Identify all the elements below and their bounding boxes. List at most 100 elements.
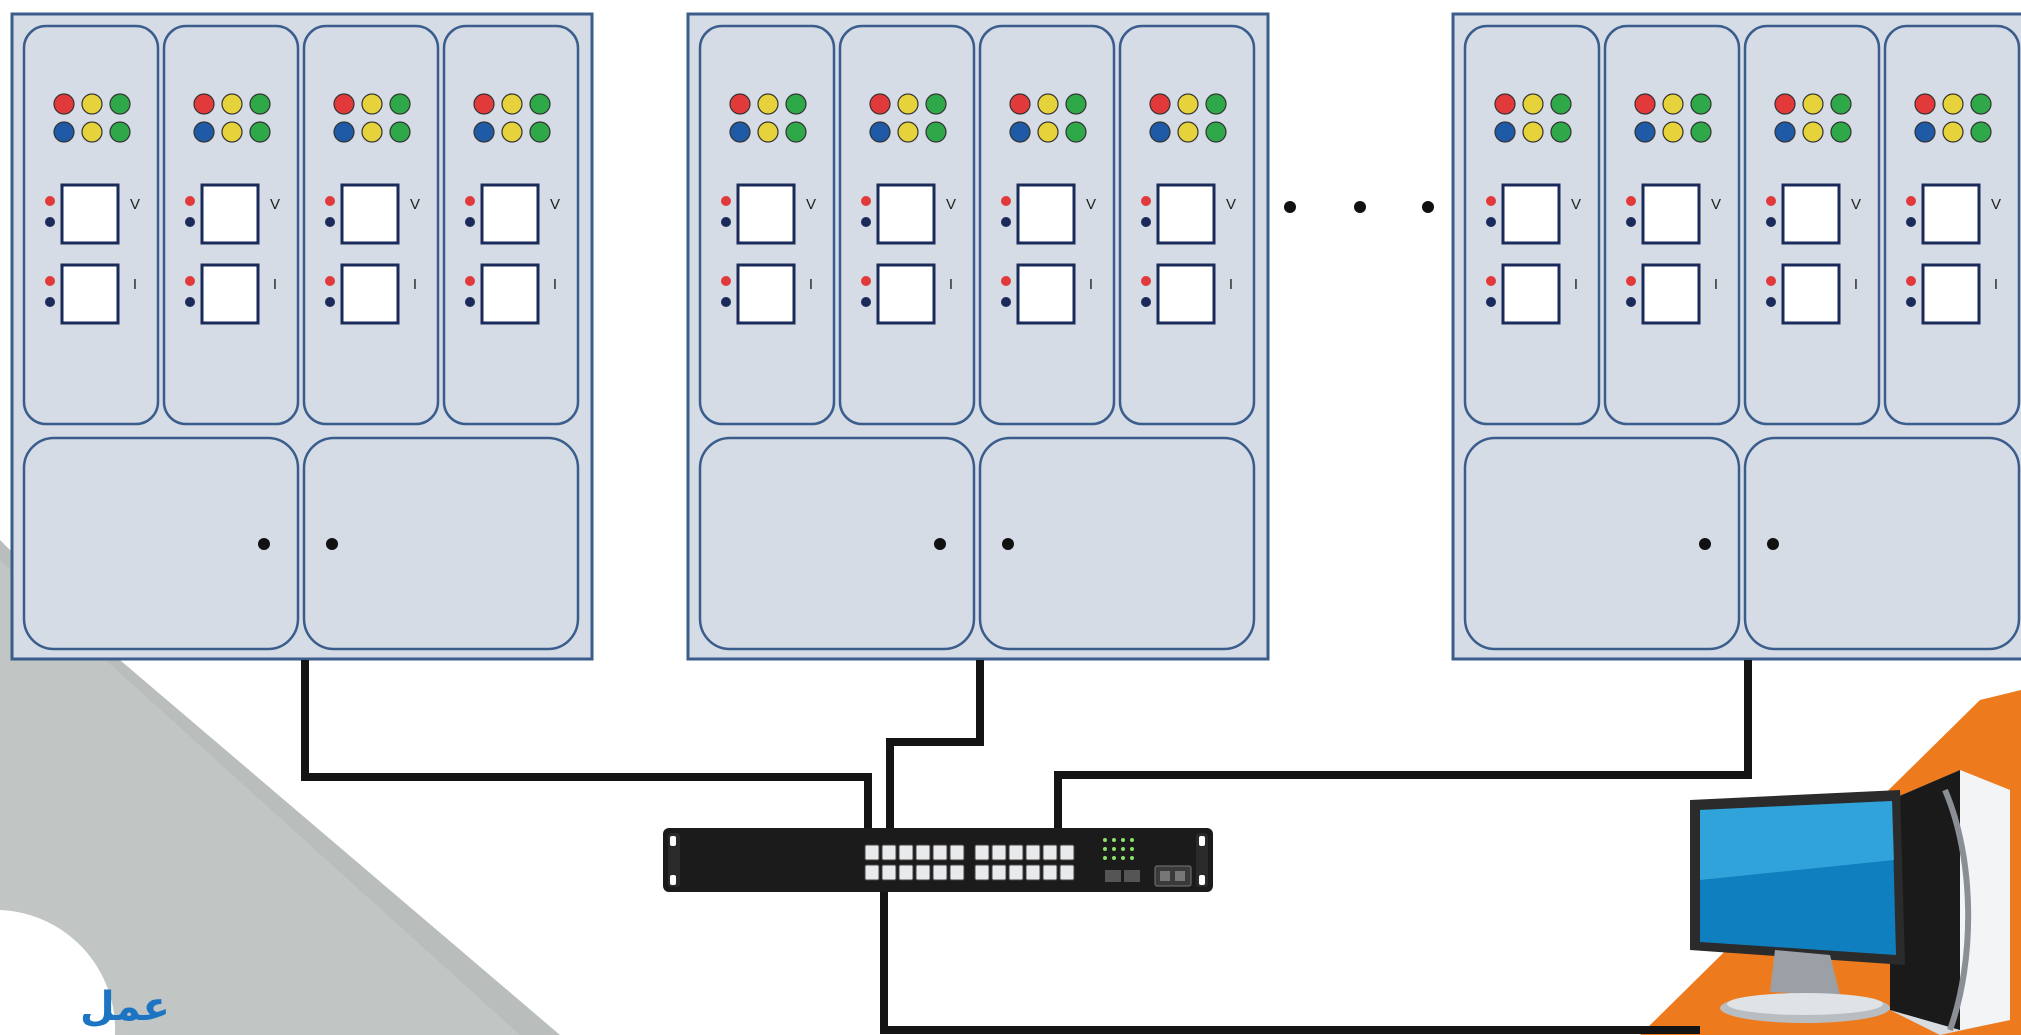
status-led (1914, 121, 1936, 143)
indicator-dot-red (861, 276, 871, 286)
switch-port (974, 864, 990, 881)
status-led (109, 121, 131, 143)
meter-display (480, 183, 540, 245)
status-led (757, 121, 779, 143)
switch-port (864, 844, 880, 861)
status-led (53, 121, 75, 143)
indicator-dot-red (1626, 196, 1636, 206)
status-led (1522, 93, 1544, 115)
switch-port (1042, 864, 1058, 881)
meter-display (736, 183, 796, 245)
status-led (389, 93, 411, 115)
cabinet-door (978, 436, 1256, 651)
status-led (785, 121, 807, 143)
switch-led (1130, 847, 1134, 851)
meter-label: V (130, 196, 140, 213)
status-led (1802, 93, 1824, 115)
status-led (1942, 93, 1964, 115)
cabinet-door (1463, 436, 1741, 651)
indicator-dot-dark (1001, 217, 1011, 227)
indicator-dot-dark (1486, 297, 1496, 307)
status-led (897, 93, 919, 115)
switch-led (1103, 838, 1107, 842)
status-led (897, 121, 919, 143)
indicator-dot-dark (861, 297, 871, 307)
status-led (1522, 121, 1544, 143)
switch-port (915, 864, 931, 881)
cable-cabinet-3 (1054, 660, 1752, 840)
indicator-dot-dark (45, 297, 55, 307)
indicator-dot-red (1001, 196, 1011, 206)
indicator-dot-dark (861, 217, 871, 227)
status-led (1634, 93, 1656, 115)
gap-dot (1422, 201, 1434, 213)
status-led (333, 121, 355, 143)
meter-label: I (949, 276, 953, 293)
status-led (1037, 93, 1059, 115)
meter-display (1641, 263, 1701, 325)
instrument-module: VI (1118, 24, 1256, 426)
status-led (473, 121, 495, 143)
status-led (221, 121, 243, 143)
indicator-dot-red (1141, 196, 1151, 206)
status-led (785, 93, 807, 115)
status-led (361, 121, 383, 143)
status-led (1774, 93, 1796, 115)
cable-workstation (880, 870, 1700, 1034)
status-led (1550, 93, 1572, 115)
meter-label: I (1994, 276, 1998, 293)
status-led (1690, 121, 1712, 143)
status-led (1009, 121, 1031, 143)
meter-display (1501, 263, 1561, 325)
switch-led (1112, 847, 1116, 851)
indicator-dot-red (1766, 196, 1776, 206)
door-handle (1767, 538, 1779, 550)
status-led (1914, 93, 1936, 115)
status-led (1177, 121, 1199, 143)
switch-port (991, 864, 1007, 881)
indicator-dot-dark (1766, 217, 1776, 227)
meter-label: I (1229, 276, 1233, 293)
switch-led (1121, 847, 1125, 851)
computer-workstation-icon (1690, 770, 2010, 1035)
status-led (1149, 93, 1171, 115)
gap-dot (1284, 201, 1296, 213)
meter-display (1156, 263, 1216, 325)
gap-indicator (1284, 201, 1434, 213)
indicator-dot-red (465, 196, 475, 206)
status-led (1149, 121, 1171, 143)
switch-led (1130, 856, 1134, 860)
status-led (1205, 121, 1227, 143)
meter-label: I (1089, 276, 1093, 293)
switch-led (1103, 856, 1107, 860)
status-led (249, 121, 271, 143)
indicator-dot-red (45, 276, 55, 286)
cabinet-door (1743, 436, 2021, 651)
switch-port (898, 864, 914, 881)
meter-label: I (809, 276, 813, 293)
indicator-dot-red (465, 276, 475, 286)
indicator-dot-red (721, 196, 731, 206)
meter-display (340, 183, 400, 245)
switch-port (1025, 864, 1041, 881)
switch-port (949, 864, 965, 881)
indicator-dot-red (1766, 276, 1776, 286)
switch-port (1059, 864, 1075, 881)
indicator-dot-red (721, 276, 731, 286)
network-cables (301, 660, 1752, 1034)
instrument-module: VI (162, 24, 300, 426)
status-led (501, 93, 523, 115)
switch-port (881, 844, 897, 861)
meter-display (1921, 183, 1981, 245)
status-led (1942, 121, 1964, 143)
meter-display (200, 263, 260, 325)
status-led (1205, 93, 1227, 115)
indicator-dot-dark (1766, 297, 1776, 307)
meter-display (60, 183, 120, 245)
status-led (1065, 121, 1087, 143)
indicator-dot-red (861, 196, 871, 206)
indicator-dot-red (1486, 196, 1496, 206)
switch-led (1103, 847, 1107, 851)
status-led (361, 93, 383, 115)
